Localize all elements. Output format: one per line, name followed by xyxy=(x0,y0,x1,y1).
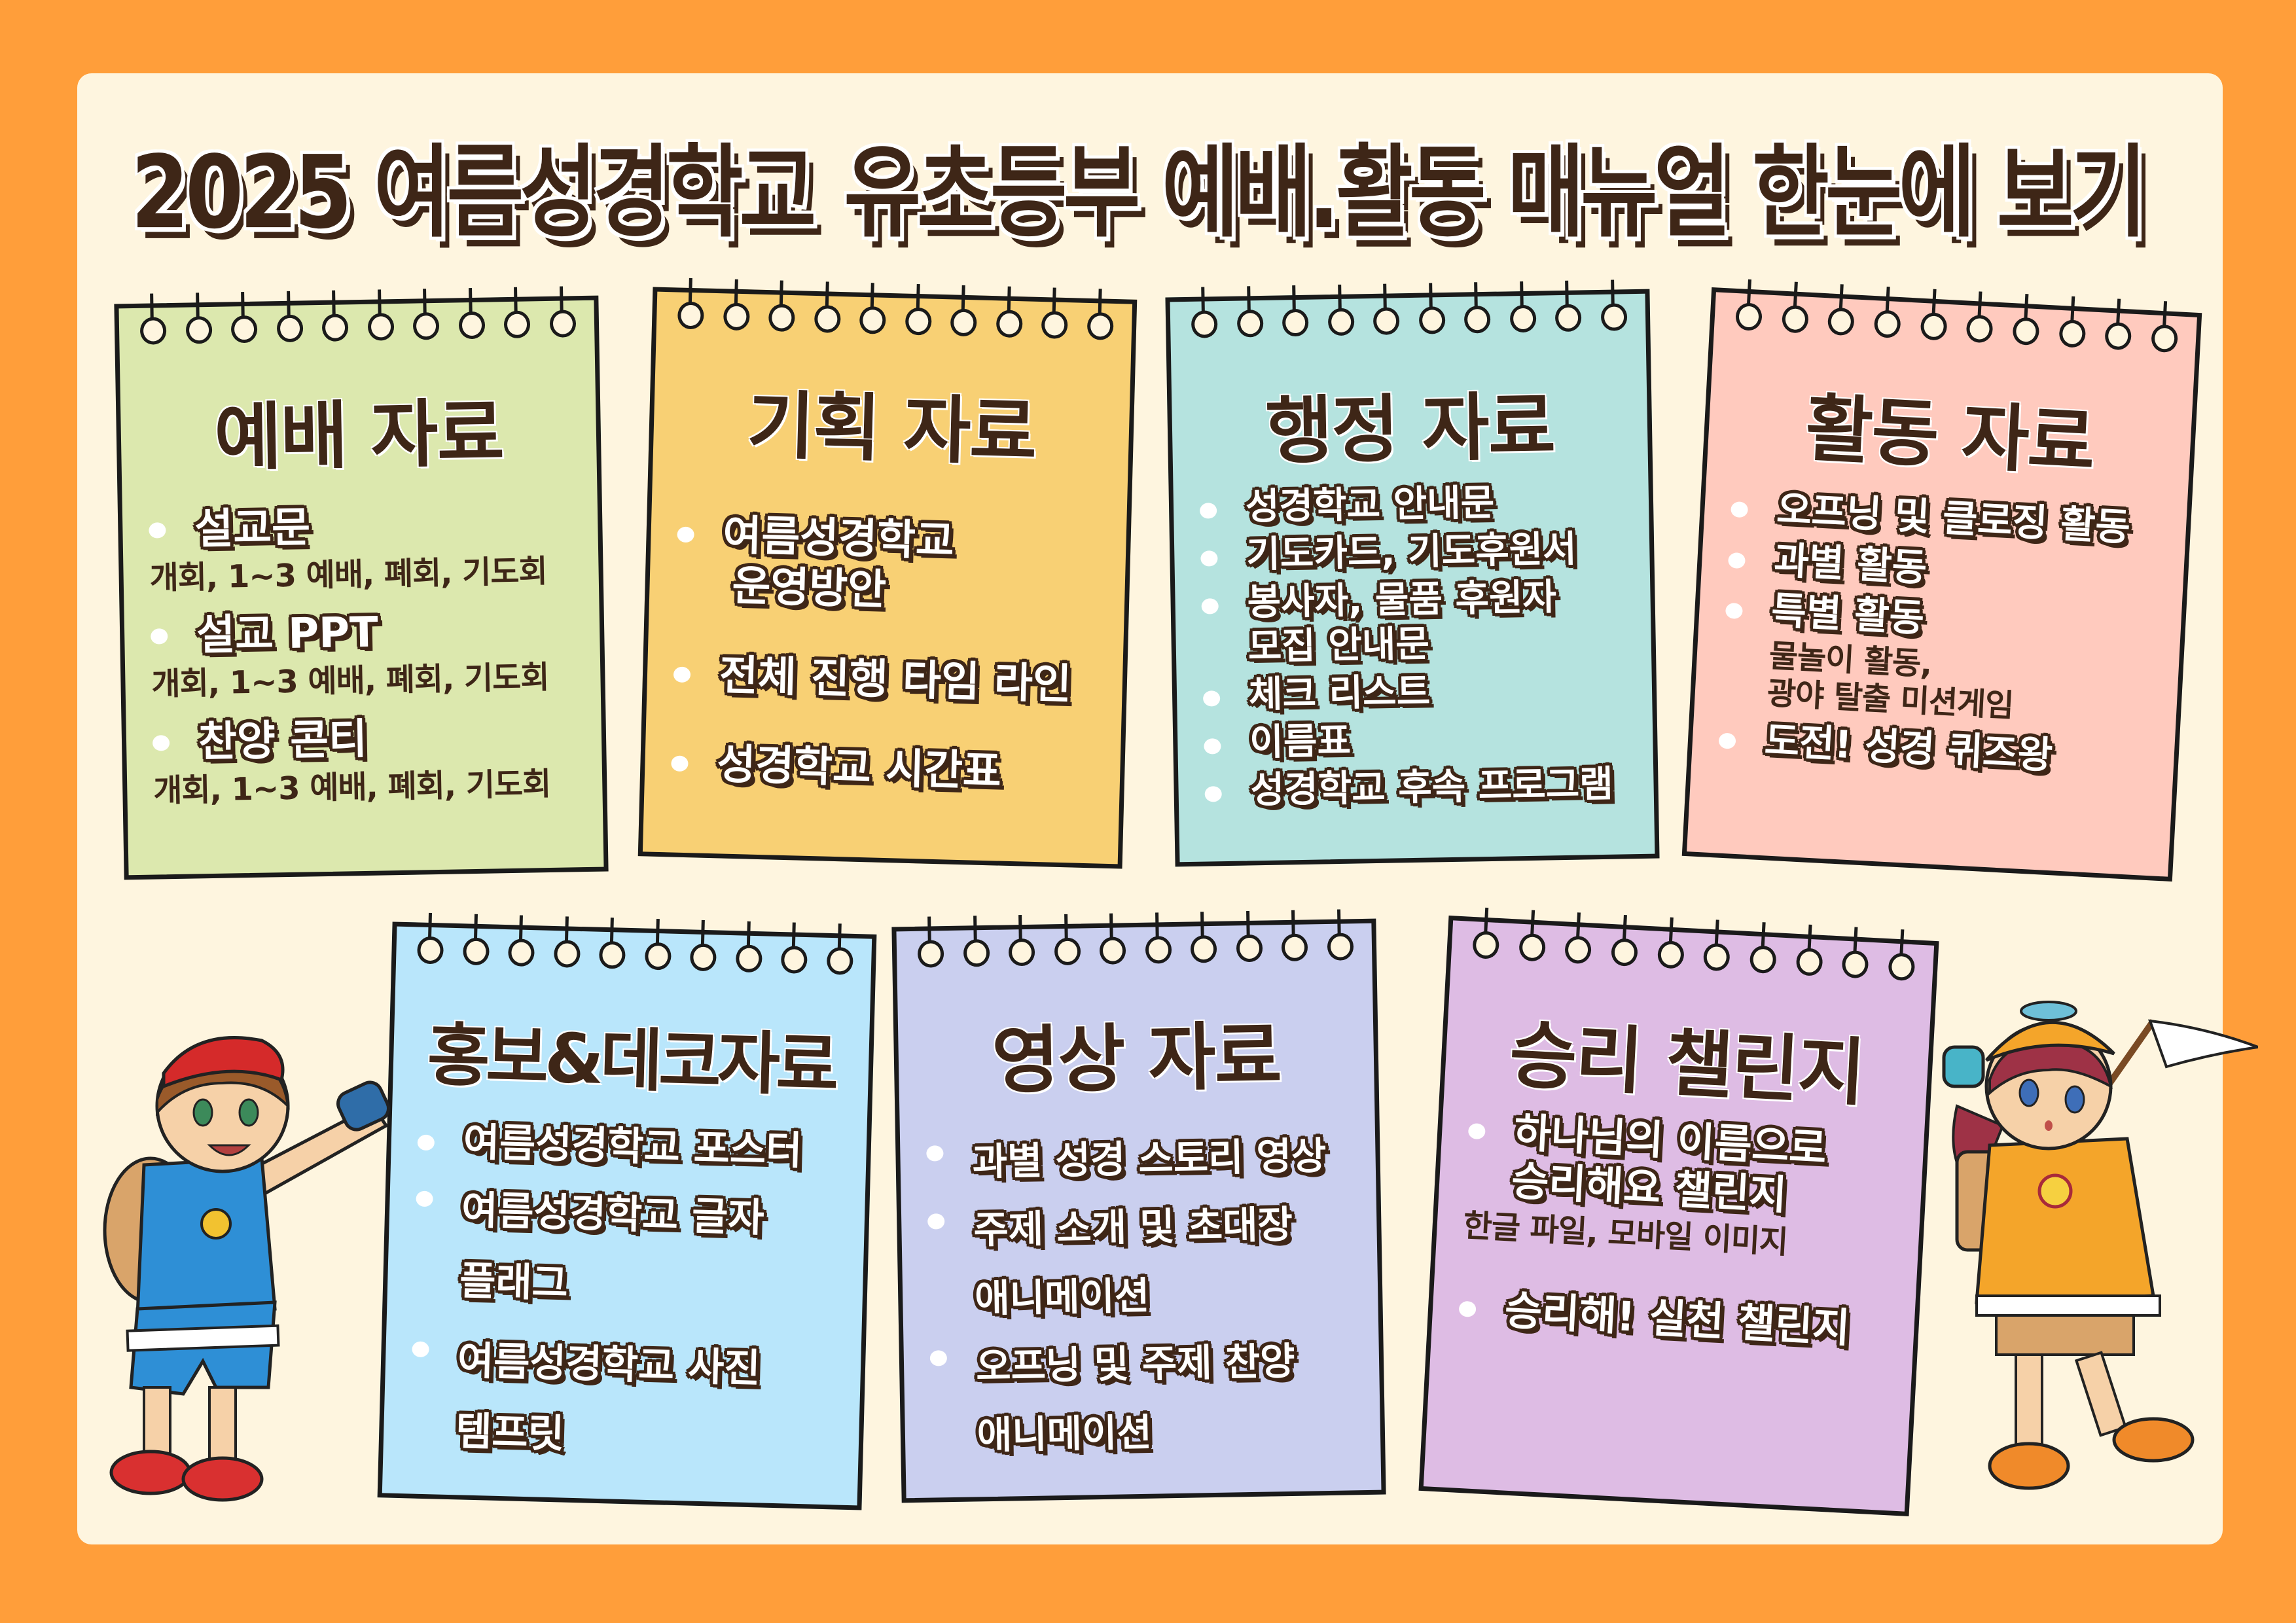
card-title: 기획 자료 xyxy=(745,383,1037,476)
bullet-icon xyxy=(1202,690,1221,707)
card-title: 행정 자료 xyxy=(1265,384,1555,474)
bullet-icon xyxy=(673,666,691,683)
bullet-icon xyxy=(677,526,694,543)
bullet-icon xyxy=(929,1350,948,1366)
list-item[interactable]: 이름표 xyxy=(1204,714,1640,766)
boy-explorer-illustration xyxy=(103,1036,390,1502)
card-title: 승리 챌린지 xyxy=(1507,1012,1867,1116)
bullet-icon xyxy=(1458,1301,1477,1318)
bullet-icon xyxy=(926,1145,944,1162)
spiral-rings xyxy=(916,909,1352,969)
bullet-icon xyxy=(1199,503,1217,519)
spiral-rings xyxy=(416,912,853,976)
bullet-icon xyxy=(1204,738,1221,755)
spiral-rings xyxy=(1189,279,1626,340)
list-item[interactable]: 여름성경학교 포스터 xyxy=(417,1118,854,1176)
list-item[interactable]: 전체 진행 타임 라인 xyxy=(673,649,1110,711)
item-detail: 개회, 1~3 예배, 폐회, 기도회 xyxy=(149,552,548,597)
list-item[interactable]: 승리해! 실천 챌린지 xyxy=(1458,1284,1902,1356)
card-title: 홍보&데코자료 xyxy=(426,1014,836,1106)
bullet-icon xyxy=(1201,598,1219,615)
bullet-icon xyxy=(927,1213,945,1230)
list-item[interactable]: 성경학교 후속 프로그램 xyxy=(1204,762,1641,813)
item-detail: 개회, 1~3 예배, 폐회, 기도회 xyxy=(152,765,551,810)
girl-explorer-illustration xyxy=(1942,1001,2258,1490)
bullet-icon xyxy=(152,734,170,751)
list-item[interactable]: 성경학교 시간표 xyxy=(670,739,1107,800)
spiral-rings xyxy=(138,286,575,346)
list-item[interactable]: 성경학교 안내문 xyxy=(1199,478,1636,530)
card-title: 예배 자료 xyxy=(213,391,504,481)
spiral-rings xyxy=(676,277,1113,341)
card-title: 영상 자료 xyxy=(991,1014,1282,1104)
list-item[interactable]: 과별 성경 스토리 영상 xyxy=(926,1121,1363,1197)
bullet-icon xyxy=(1467,1123,1486,1140)
bullet-icon xyxy=(1730,501,1749,518)
bullet-icon xyxy=(151,628,168,645)
list-item[interactable]: 체크 리스트 xyxy=(1202,666,1640,718)
title-part1: 2025 여름성경학교 xyxy=(131,134,816,251)
poster-title: 2025 여름성경학교 유초등부 예배.활동 매뉴얼 한눈에 보기 xyxy=(131,118,2193,251)
bullet-icon xyxy=(149,522,166,539)
list-item[interactable]: 기도카드, 기도후원서 xyxy=(1200,526,1637,578)
bullet-icon xyxy=(1200,550,1218,567)
bullet-icon xyxy=(1725,602,1744,620)
bullet-icon xyxy=(1204,786,1222,802)
card-title: 활동 자료 xyxy=(1803,385,2096,486)
bullet-icon xyxy=(671,755,689,772)
item-detail: 개회, 1~3 예배, 폐회, 기도회 xyxy=(151,659,549,703)
bullet-icon xyxy=(1727,552,1746,569)
bullet-icon xyxy=(1718,732,1736,749)
title-part2: 유초등부 예배.활동 매뉴얼 한눈에 보기 xyxy=(844,134,2147,251)
